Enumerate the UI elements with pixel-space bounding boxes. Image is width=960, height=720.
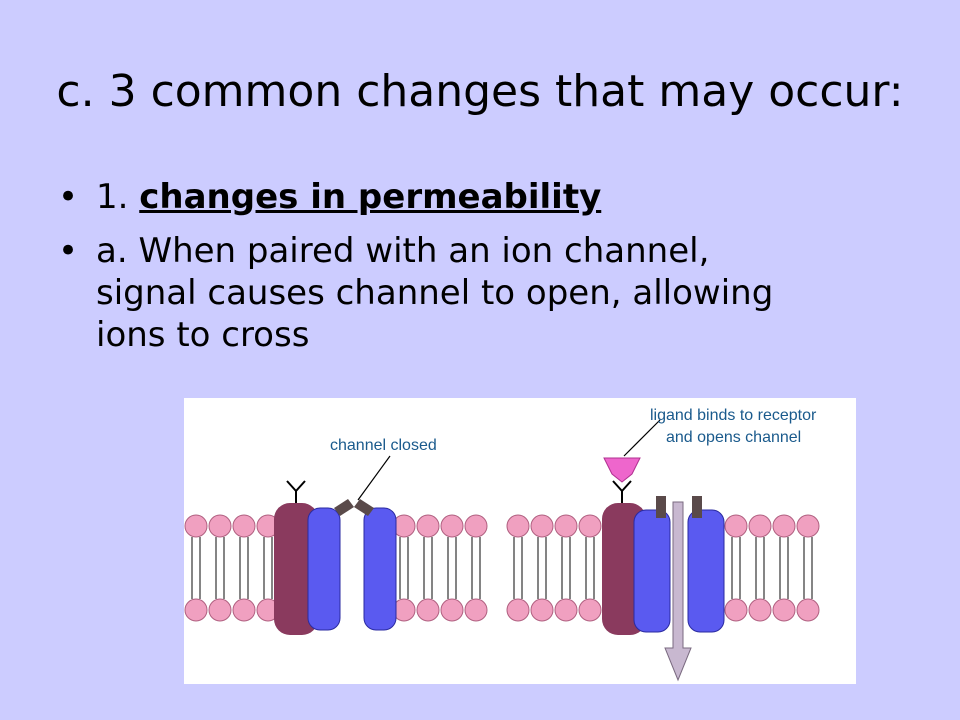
label-open-line-2: and opens channel [666,429,801,446]
ion-channel-diagram: channel closed ligand binds to receptor … [184,407,820,682]
phospholipid-head [208,514,232,538]
membrane-lipids-left-inner [392,514,488,622]
bullet-2-line-2: signal causes channel to open, allowing [96,273,774,313]
bullet-list: • 1. changes in permeability • a. When p… [58,176,918,368]
ligand-icon [603,457,641,483]
phospholipid-head [232,598,256,622]
phospholipid-head [464,514,488,538]
phospholipid-head [748,598,772,622]
closed-label-pointer [357,455,391,501]
bullet-item-2: • a. When paired with an ion channel, si… [58,230,918,356]
phospholipid-head [554,598,578,622]
bullet-2-line-3: ions to cross [96,315,310,355]
phospholipid-head [796,598,820,622]
phospholipid-head [554,514,578,538]
phospholipid-head [440,598,464,622]
phospholipid-head [772,514,796,538]
bullet-dot-icon: • [58,231,79,271]
phospholipid-head [796,514,820,538]
open-gate-left [656,496,666,518]
membrane-lipids-right-outer [506,514,602,622]
label-channel-closed: channel closed [330,437,437,454]
phospholipid-head [184,598,208,622]
phospholipid-head [530,598,554,622]
ion-flow-arrow-icon [664,501,692,682]
closed-channel-assembly: channel closed [274,437,437,635]
ion-channel-figure: channel closed ligand binds to receptor … [184,398,856,684]
phospholipid-head [416,598,440,622]
phospholipid-head [724,598,748,622]
phospholipid-head [416,514,440,538]
phospholipid-head [772,598,796,622]
channel-gate-left [334,499,354,516]
phospholipid-head [748,514,772,538]
bullet-dot-icon: • [58,177,79,217]
channel-subunit-right-open [687,509,725,633]
open-gate-right [692,496,702,518]
phospholipid-head [464,598,488,622]
channel-subunit-left-open [633,509,671,633]
label-open-line-1: ligand binds to receptor [650,407,817,424]
phospholipid-head [506,598,530,622]
bullet-item-1: • 1. changes in permeability [58,176,918,218]
membrane-lipids-left-outer [184,514,280,622]
phospholipid-head [530,514,554,538]
channel-subunit-left-closed [307,507,341,631]
phospholipid-head [208,598,232,622]
phospholipid-head [184,514,208,538]
bullet-1-emphasis: changes in permeability [139,177,602,217]
receptor-binding-site-icon [286,480,306,503]
phospholipid-head [578,598,602,622]
phospholipid-head [232,514,256,538]
phospholipid-head [578,514,602,538]
receptor-protein-closed [274,503,318,635]
bullet-1-prefix: 1. [96,177,140,217]
open-label-pointer [623,419,661,457]
slide-title: c. 3 common changes that may occur: [56,66,904,117]
open-channel-assembly: ligand binds to receptor and opens chann… [602,407,817,682]
phospholipid-head [506,514,530,538]
phospholipid-head [440,514,464,538]
phospholipid-head [724,514,748,538]
bullet-2-line-1: a. When paired with an ion channel, [96,231,710,271]
receptor-binding-site-icon [612,480,632,503]
membrane-lipids-right-inner [724,514,820,622]
channel-gate-right [354,499,374,516]
channel-subunit-right-closed [363,507,397,631]
